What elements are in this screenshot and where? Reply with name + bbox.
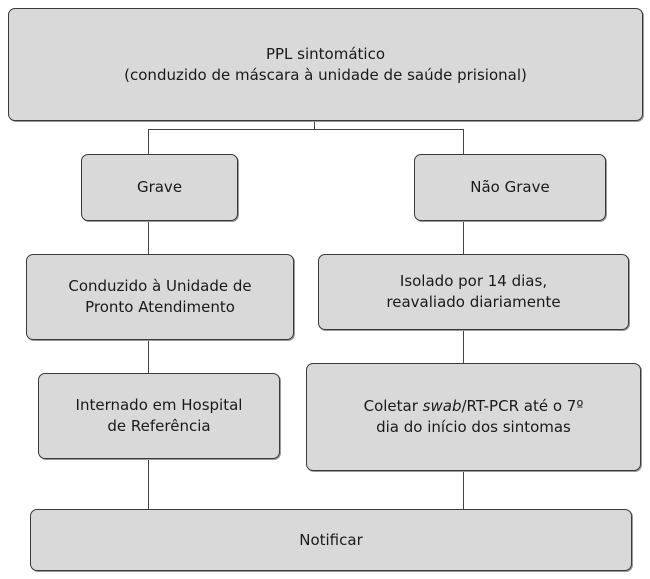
connector-isolado-coletar [463,330,465,363]
connector-to-grave [148,129,150,154]
node-ppl-line2: (conduzido de máscara à unidade de saúde… [124,65,527,84]
node-isolado: Isolado por 14 dias, reavaliado diariame… [318,254,629,330]
node-grave: Grave [81,154,238,221]
node-internado-line1: Internado em Hospital [75,396,243,414]
node-ppl-line1: PPL sintomático [265,44,386,63]
node-coletar-pre: Coletar [363,397,423,415]
node-grave-label: Grave [136,178,183,196]
node-upa-line1: Conduzido à Unidade de [68,277,252,295]
node-coletar-post: /RT-PCR até o 7º [461,397,584,415]
connector-naograve-isolado [463,221,465,254]
node-upa-line2: Pronto Atendimento [85,298,235,316]
node-nao-grave: Não Grave [414,154,606,221]
connector-upa-internado [148,340,150,373]
node-nao-grave-label: Não Grave [470,178,550,196]
node-isolado-line1: Isolado por 14 dias, [399,272,548,290]
connector-coletar-notificar [463,471,465,509]
node-coletar-line1: Coletar swab/RT-PCR até o 7º [364,396,584,417]
connector-to-nao-grave [463,129,465,154]
connector-split [148,129,464,131]
node-coletar-italic: swab [422,397,462,415]
node-unidade-pronto-atendimento: Conduzido à Unidade de Pronto Atendiment… [26,254,294,340]
connector-grave-upa [148,221,150,254]
connector-start-down [314,121,316,130]
node-internado: Internado em Hospital de Referência [38,373,280,459]
node-notificar: Notificar [30,509,632,571]
node-coletar-line2: dia do início dos sintomas [376,418,571,436]
node-coletar-swab: Coletar swab/RT-PCR até o 7º dia do iníc… [306,363,641,471]
node-internado-line2: de Referência [107,417,211,435]
node-isolado-line2: reavaliado diariamente [386,293,561,311]
connector-internado-notificar [148,459,150,509]
node-ppl-sintomatico: PPL sintomático (conduzido de máscara à … [8,8,643,121]
node-notificar-label: Notificar [299,530,363,549]
